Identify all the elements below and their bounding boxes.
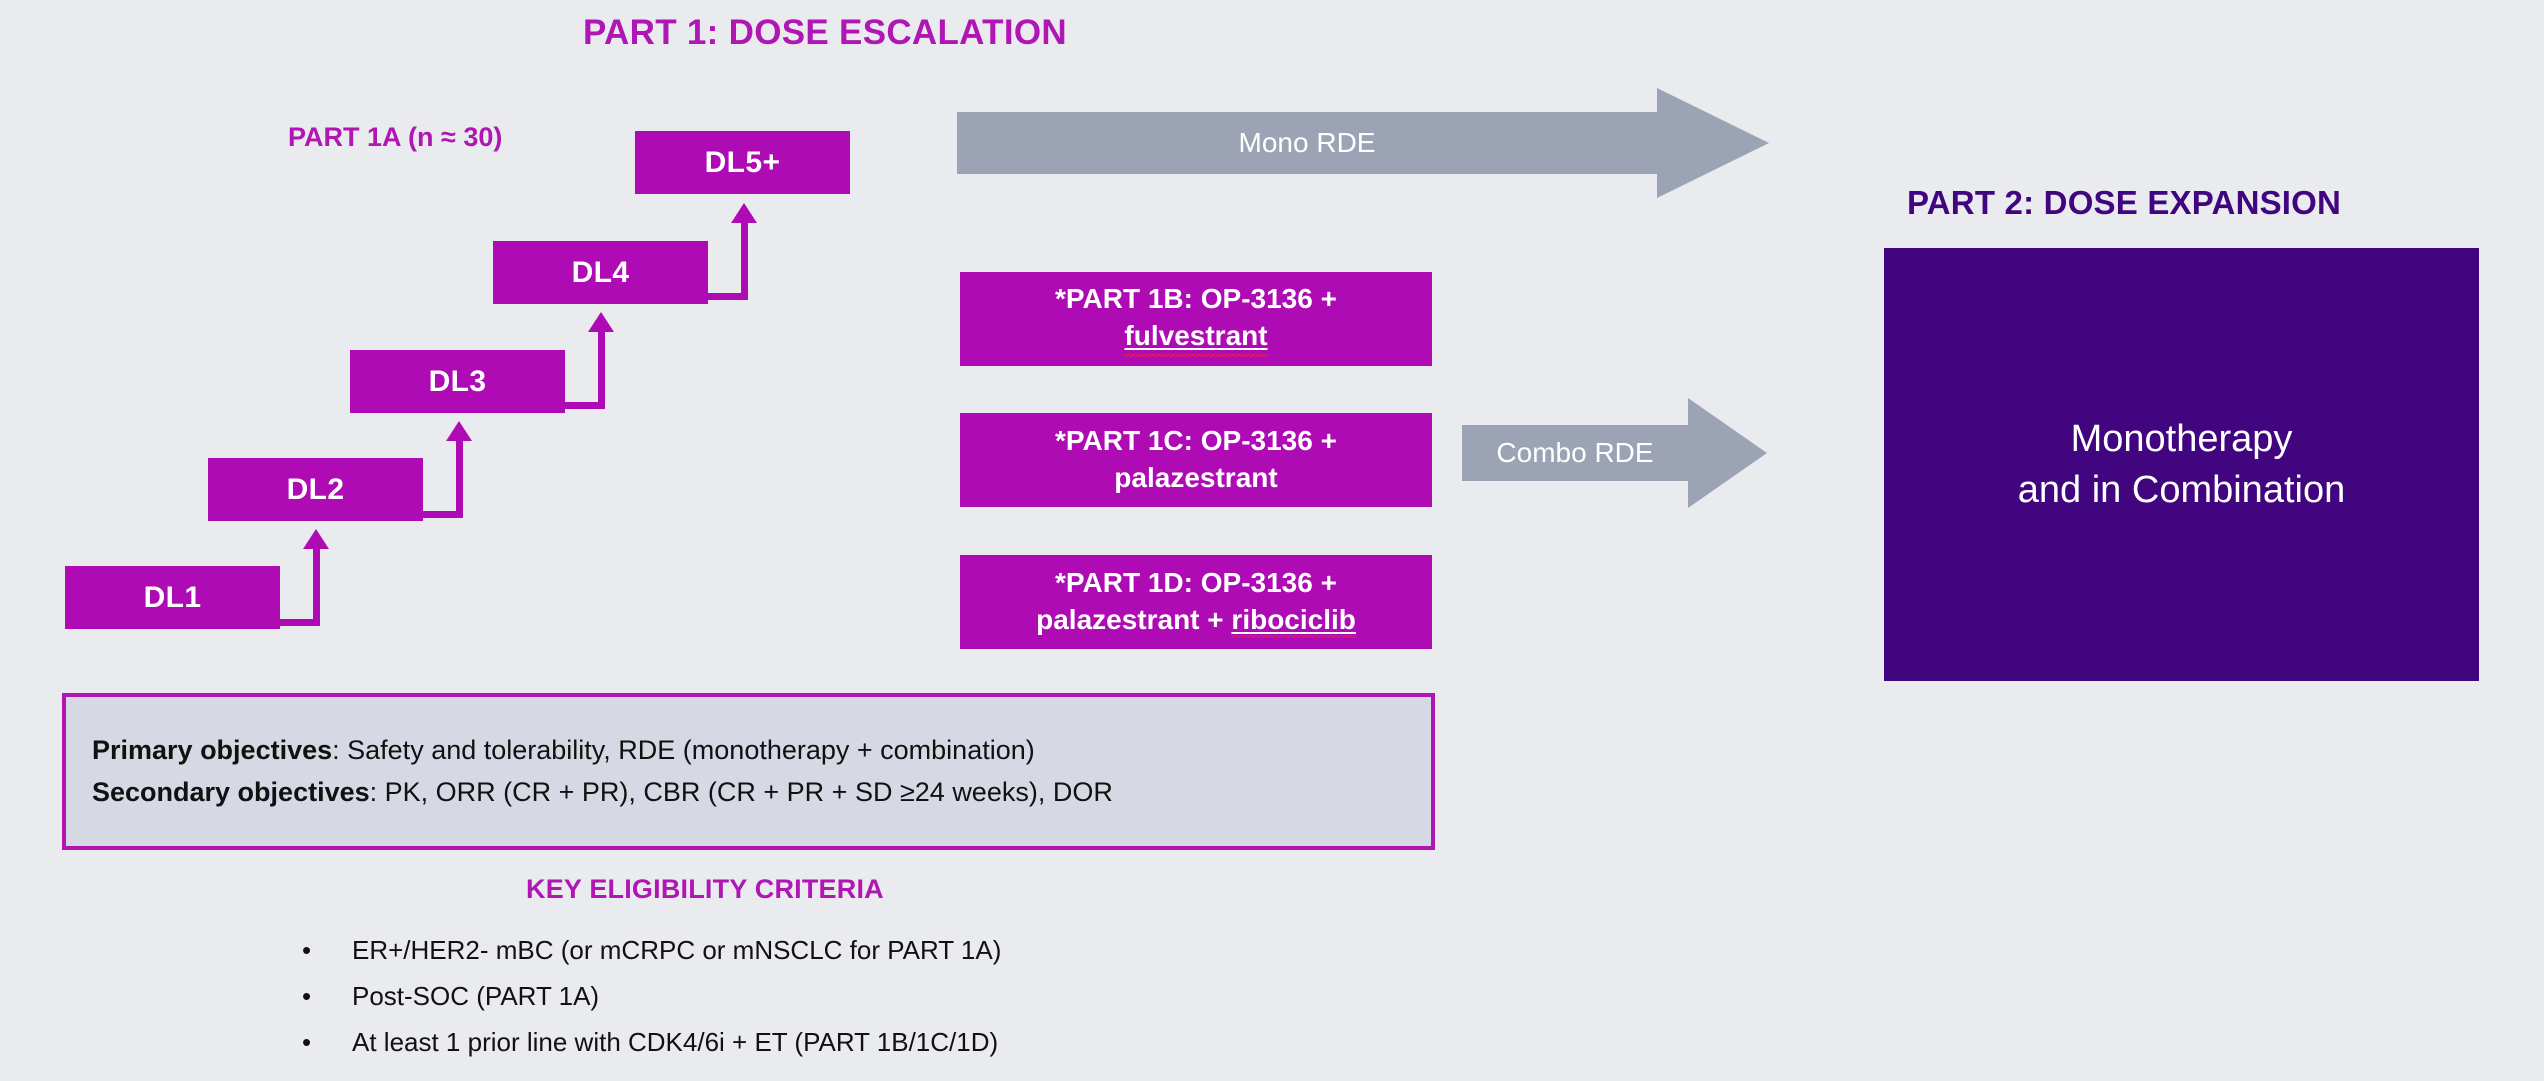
dose-level-box-dl2[interactable]: DL2 <box>208 458 423 521</box>
dose-level-label: DL3 <box>428 364 487 398</box>
primary-objectives-line: Primary objectives: Safety and tolerabil… <box>92 730 1405 772</box>
escalation-arrow-dl3-dl4-vertical <box>598 329 605 405</box>
combo-arm-line-1: *PART 1B: OP-3136 + <box>1055 282 1337 314</box>
part2-body-line-1: Monotherapy <box>2070 417 2293 460</box>
part1-title: PART 1: DOSE ESCALATION <box>583 13 1067 52</box>
combo-arm-line-1: *PART 1D: OP-3136 + <box>1055 567 1337 599</box>
escalation-arrowhead-dl1-dl2 <box>303 529 329 549</box>
dose-level-box-dl1[interactable]: DL1 <box>65 566 280 629</box>
combination-arm-box-part-1c[interactable]: *PART 1C: OP-3136 + palazestrant <box>960 413 1432 507</box>
mono-rde-label: Mono RDE <box>1238 127 1376 158</box>
dose-level-label: DL2 <box>286 472 345 506</box>
part2-body-line-2: and in Combination <box>2017 468 2346 511</box>
eligibility-list-item: • ER+/HER2- mBC (or mCRPC or mNSCLC for … <box>290 928 1001 974</box>
eligibility-list-item: • At least 1 prior line with CDK4/6i + E… <box>290 1020 1001 1066</box>
eligibility-item-text: ER+/HER2- mBC (or mCRPC or mNSCLC for PA… <box>352 935 1002 965</box>
escalation-arrow-dl2-dl3-horizontal <box>423 511 463 518</box>
combo-arm-line-2: fulvestrant <box>1124 317 1268 358</box>
part2-expansion-panel[interactable]: Monotherapy and in Combination <box>1884 248 2479 681</box>
escalation-arrow-dl1-dl2-horizontal <box>280 619 320 626</box>
primary-objectives-label: Primary objectives <box>92 734 333 765</box>
combo-rde-arrow <box>1462 398 1767 508</box>
combo-arm-line-2-suffix: ribociclib <box>1231 604 1356 638</box>
escalation-arrowhead-dl2-dl3 <box>446 421 472 441</box>
primary-objectives-text: : Safety and tolerability, RDE (monother… <box>332 734 1035 765</box>
escalation-arrow-dl1-dl2-vertical <box>313 546 320 622</box>
combo-rde-label: Combo RDE <box>1496 437 1654 468</box>
eligibility-item-text: At least 1 prior line with CDK4/6i + ET … <box>352 1026 999 1057</box>
dose-level-label: DL4 <box>571 255 630 289</box>
secondary-objectives-text: : PK, ORR (CR + PR), CBR (CR + PR + SD ≥… <box>369 776 1113 807</box>
escalation-arrow-dl2-dl3-vertical <box>456 438 463 514</box>
escalation-arrowhead-dl3-dl4 <box>588 312 614 332</box>
eligibility-list-item: • Post-SOC (PART 1A) <box>290 974 1001 1020</box>
combo-arm-line-2: palazestrant <box>1114 462 1278 493</box>
escalation-arrow-dl3-dl4-horizontal <box>565 402 605 409</box>
combination-arm-box-part-1d[interactable]: *PART 1D: OP-3136 + palazestrant + riboc… <box>960 555 1432 649</box>
objectives-box: Primary objectives: Safety and tolerabil… <box>62 693 1435 850</box>
secondary-objectives-line: Secondary objectives: PK, ORR (CR + PR),… <box>92 772 1405 814</box>
dose-level-label: DL1 <box>143 580 202 614</box>
bullet-icon: • <box>302 1026 312 1057</box>
secondary-objectives-label: Secondary objectives <box>92 776 370 807</box>
combination-arm-box-part-1b[interactable]: *PART 1B: OP-3136 + fulvestrant <box>960 272 1432 366</box>
escalation-arrowhead-dl4-dl5 <box>731 203 757 223</box>
dose-level-label: DL5+ <box>704 145 781 179</box>
escalation-arrow-dl4-dl5-vertical <box>741 220 748 296</box>
dose-level-box-dl5[interactable]: DL5+ <box>635 131 850 194</box>
bullet-icon: • <box>302 980 312 1011</box>
part1a-label: PART 1A (n ≈ 30) <box>288 122 503 152</box>
part2-title: PART 2: DOSE EXPANSION <box>1907 184 2342 221</box>
dose-level-box-dl4[interactable]: DL4 <box>493 241 708 304</box>
bullet-icon: • <box>302 935 312 965</box>
combo-arm-line-1: *PART 1C: OP-3136 + <box>1055 425 1337 457</box>
combo-arm-line-2-prefix: palazestrant + <box>1036 604 1232 635</box>
dose-level-box-dl3[interactable]: DL3 <box>350 350 565 413</box>
combo-arm-line-2: palazestrant + ribociclib <box>1036 602 1356 639</box>
escalation-arrow-dl4-dl5-horizontal <box>708 293 748 300</box>
eligibility-criteria-title: KEY ELIGIBILITY CRITERIA <box>526 874 884 904</box>
mono-rde-arrow <box>957 88 1769 198</box>
eligibility-criteria-list: • ER+/HER2- mBC (or mCRPC or mNSCLC for … <box>290 928 1001 1065</box>
eligibility-item-text: Post-SOC (PART 1A) <box>352 980 600 1011</box>
